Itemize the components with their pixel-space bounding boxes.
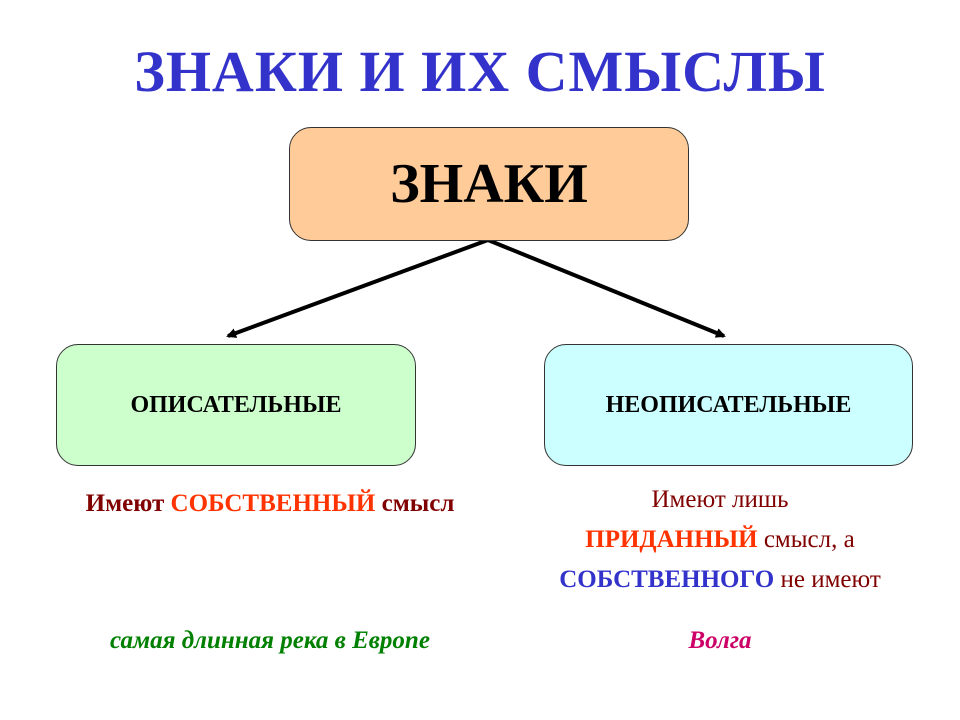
example-non-descriptive: Волга [688, 627, 752, 654]
desc-left-highlight: СОБСТВЕННЫЙ [170, 490, 376, 517]
page-title: ЗНАКИ И ИХ СМЫСЛЫ [134, 39, 826, 104]
desc-right-line2: смысл, а [757, 526, 855, 553]
desc-right-highlight2: СОБСТВЕННОГО [559, 566, 775, 593]
node-descriptive: ОПИСАТЕЛЬНЫЕ [56, 344, 416, 466]
root-node-label: ЗНАКИ [390, 153, 588, 215]
desc-right-line3: не имеют [774, 566, 881, 593]
descriptive-explanation: Имеют СОБСТВЕННЫЙ смысл [20, 490, 520, 518]
root-node-signs: ЗНАКИ [289, 127, 689, 241]
non-descriptive-explanation: Имеют лишь ПРИДАННЫЙ смысл, а СОБСТВЕННО… [500, 480, 940, 600]
node-non-descriptive: НЕОПИСАТЕЛЬНЫЕ [544, 344, 913, 466]
example-descriptive: самая длинная река в Европе [110, 627, 430, 654]
desc-right-highlight1: ПРИДАННЫЙ [585, 526, 758, 553]
desc-left-suffix: смысл [375, 490, 455, 517]
arrow-to-non-descriptive [487, 238, 726, 338]
arrow-to-descriptive [226, 238, 489, 338]
desc-right-line1: Имеют лишь [651, 486, 789, 513]
node-non-descriptive-label: НЕОПИСАТЕЛЬНЫЕ [605, 391, 852, 418]
node-descriptive-label: ОПИСАТЕЛЬНЫЕ [130, 391, 342, 418]
desc-left-prefix: Имеют [85, 490, 171, 517]
